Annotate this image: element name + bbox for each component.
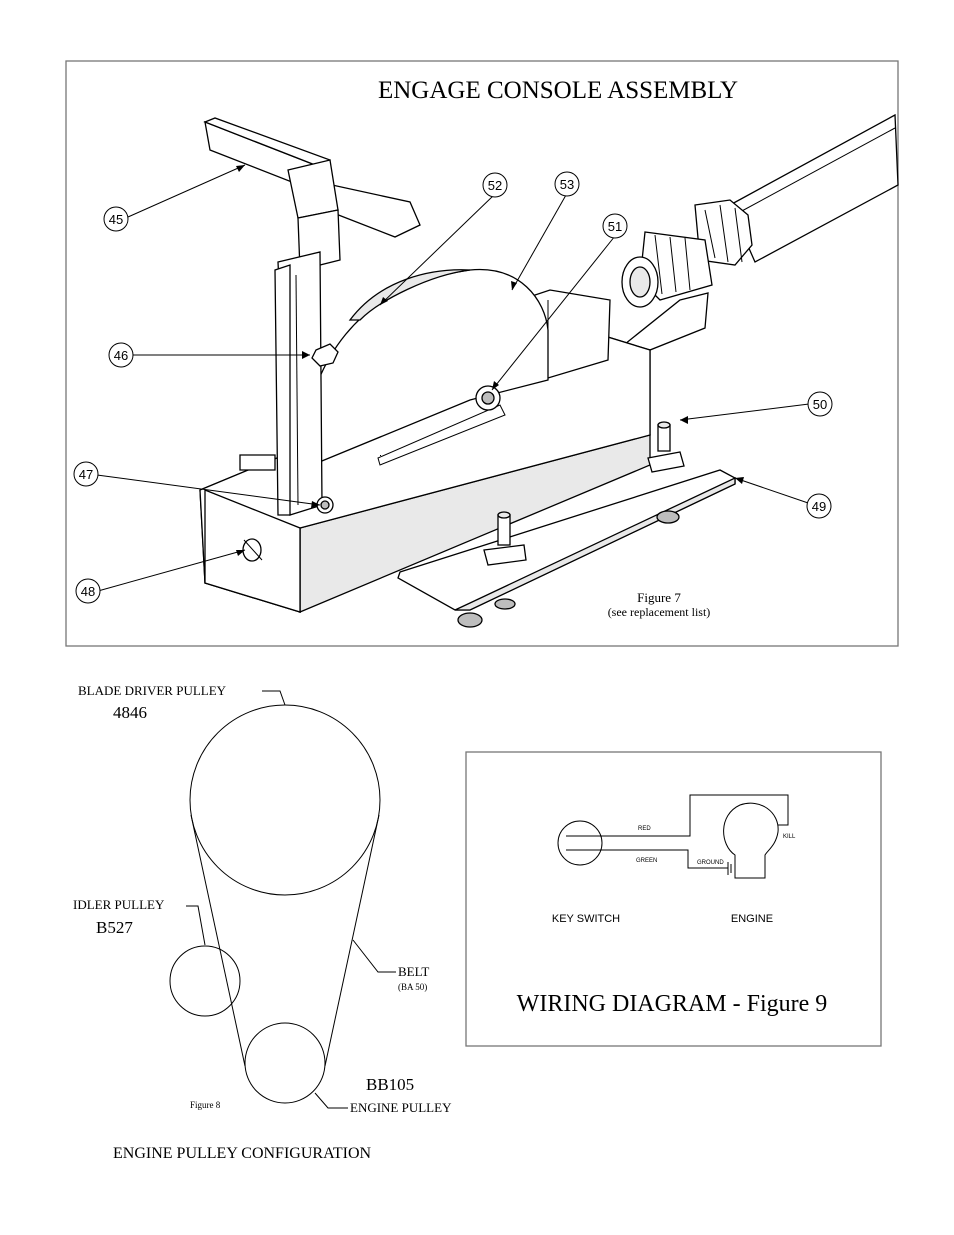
key-switch-symbol [557, 820, 603, 866]
figure-9-frame [465, 751, 882, 1047]
idler-part-number: B527 [96, 918, 133, 937]
blade-driver-pulley [189, 704, 381, 896]
engine-part-number: BB105 [366, 1075, 414, 1094]
svg-text:52: 52 [488, 178, 502, 193]
svg-text:51: 51 [608, 219, 622, 234]
figure-7-subcaption: (see replacement list) [608, 605, 711, 619]
kill-label: KILL [783, 834, 796, 840]
callout-53: 53 [554, 171, 580, 197]
svg-text:50: 50 [813, 397, 827, 412]
figure-8-title: ENGINE PULLEY CONFIGURATION [113, 1145, 372, 1162]
callout-49: 49 [806, 493, 832, 519]
engine-label: ENGINE [731, 913, 773, 925]
figure-7-title: ENGAGE CONSOLE ASSEMBLY [378, 77, 738, 104]
figure-7-frame [65, 60, 899, 647]
engage-plate [299, 268, 549, 471]
leader-arrowheads [236, 165, 744, 556]
cable-conduit [619, 113, 899, 359]
svg-text:48: 48 [81, 584, 95, 599]
belt-right [324, 814, 380, 1067]
callout-45: 45 [103, 206, 129, 232]
leader-lines [96, 164, 815, 592]
svg-text:47: 47 [79, 467, 93, 482]
figure-9-wiring-diagram: RED GREEN GROUND KILL KEY SWITCH ENGINE … [465, 751, 882, 1047]
red-wire-label: RED [638, 826, 651, 832]
idler-pulley [169, 945, 241, 1017]
belt-left [190, 814, 246, 1067]
engine-symbol [723, 802, 779, 879]
figure-7-caption: Figure 7 [637, 590, 681, 605]
blade-driver-part-number: 4846 [113, 703, 147, 722]
figure-9-title: WIRING DIAGRAM - Figure 9 [517, 991, 828, 1017]
belt-part-number: (BA 50) [398, 982, 427, 992]
callout-51: 51 [602, 213, 628, 239]
base-plate [397, 469, 736, 628]
callout-48: 48 [75, 578, 101, 604]
svg-text:45: 45 [109, 212, 123, 227]
figure-7-engage-console-assembly: ENGAGE CONSOLE ASSEMBLY [65, 60, 899, 647]
blade-driver-label: BLADE DRIVER PULLEY [78, 683, 227, 698]
callout-52: 52 [482, 172, 508, 198]
engine-pulley-label: ENGINE PULLEY [350, 1100, 452, 1115]
handle-lever [203, 117, 421, 516]
svg-text:46: 46 [114, 348, 128, 363]
green-wire-label: GREEN [636, 858, 657, 864]
engine-pulley [244, 1022, 326, 1104]
svg-text:49: 49 [812, 499, 826, 514]
belt-label: BELT [398, 964, 429, 979]
idler-label: IDLER PULLEY [73, 897, 165, 912]
svg-text:53: 53 [560, 177, 574, 192]
callout-50: 50 [807, 391, 833, 417]
callout-47: 47 [73, 461, 99, 487]
callout-46: 46 [108, 342, 134, 368]
figure-8-engine-pulley-configuration: BLADE DRIVER PULLEY 4846 IDLER PULLEY B5… [73, 683, 452, 1162]
ground-label: GROUND [697, 860, 724, 866]
fasteners [239, 421, 685, 566]
wires [596, 794, 789, 875]
key-switch-label: KEY SWITCH [552, 913, 620, 925]
figure-8-label: Figure 8 [190, 1100, 221, 1110]
